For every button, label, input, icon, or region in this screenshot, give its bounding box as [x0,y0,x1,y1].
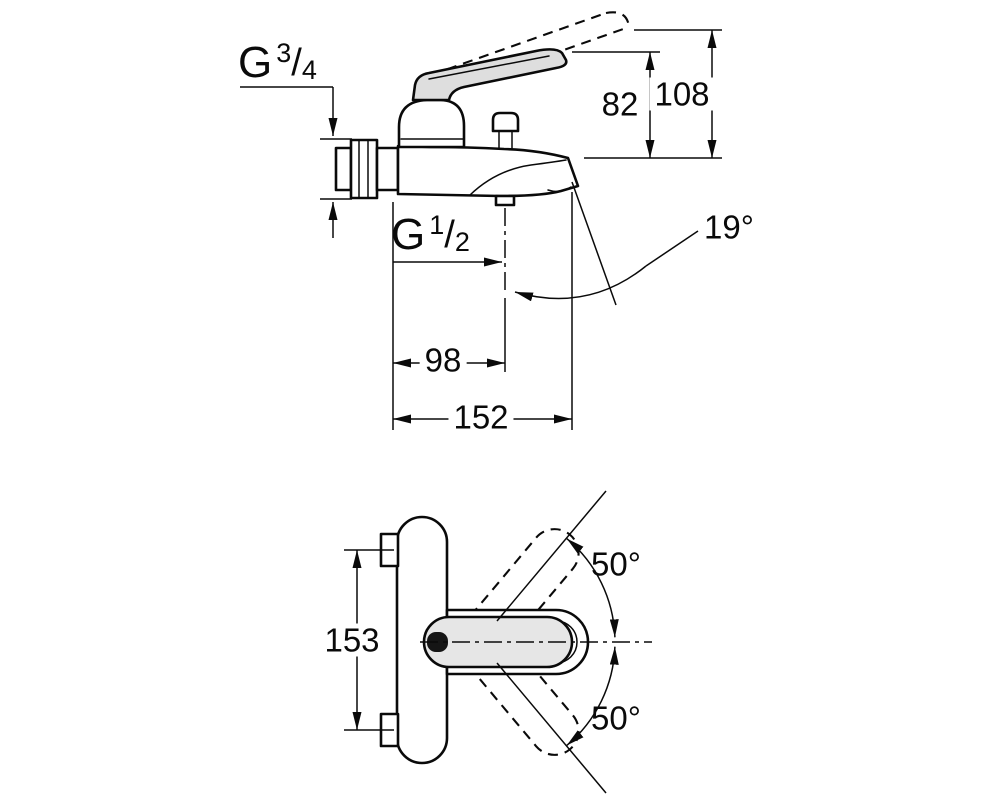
shower-outlet-stub [494,194,516,207]
body-adapter [375,146,400,192]
swing-angle-upper-label: 50° [591,545,641,583]
union-nut [349,138,379,200]
dimension-98-label: 98 [419,343,467,377]
fraction-denominator: 2 [454,227,470,257]
dimension-82-label: 82 [596,87,644,121]
swing-angle-lower-label: 50° [591,699,641,737]
aerator-outlet [547,186,572,193]
spout-underside-contour [469,159,567,196]
lever-raised-top-line [430,12,607,76]
dimension-153-label: 153 [319,623,385,657]
fraction-slash: / [291,42,302,84]
angle-leg-upper [496,490,607,622]
lever-handle [411,48,568,102]
diverter-knob [491,111,520,150]
angle-leg-lower [496,662,607,794]
fraction-numerator: 3 [276,38,292,68]
angle-arc-19 [514,265,647,302]
dimension-152-label: 152 [448,400,514,434]
side-view [240,11,722,430]
cartridge-dome [397,98,466,149]
plan-view [344,490,652,794]
angle-arc-upper [566,538,619,638]
dimension-108-label: 108 [649,77,715,111]
wall-connection-fittings [334,138,400,200]
angle-leg-19 [571,181,617,306]
mixer-body-outline [396,144,580,198]
lever-raised-tip [605,11,631,28]
spout-angle-label: 19° [704,208,754,246]
thread-letter: G [238,38,273,87]
diverter-knob-cap [491,111,520,133]
fraction-slash: / [444,214,455,256]
wall-stub [334,146,353,192]
fraction-denominator: 4 [301,55,317,85]
spout-angle-dimension [514,181,699,306]
thread-top-leader [240,86,352,238]
angle-arc-lower [566,646,619,746]
lever-swing-angles [496,490,619,794]
thread-letter: G [391,210,426,259]
fraction-numerator: 1 [429,210,445,240]
lever-top-edge [428,55,550,80]
angle-leader-19 [645,230,699,267]
